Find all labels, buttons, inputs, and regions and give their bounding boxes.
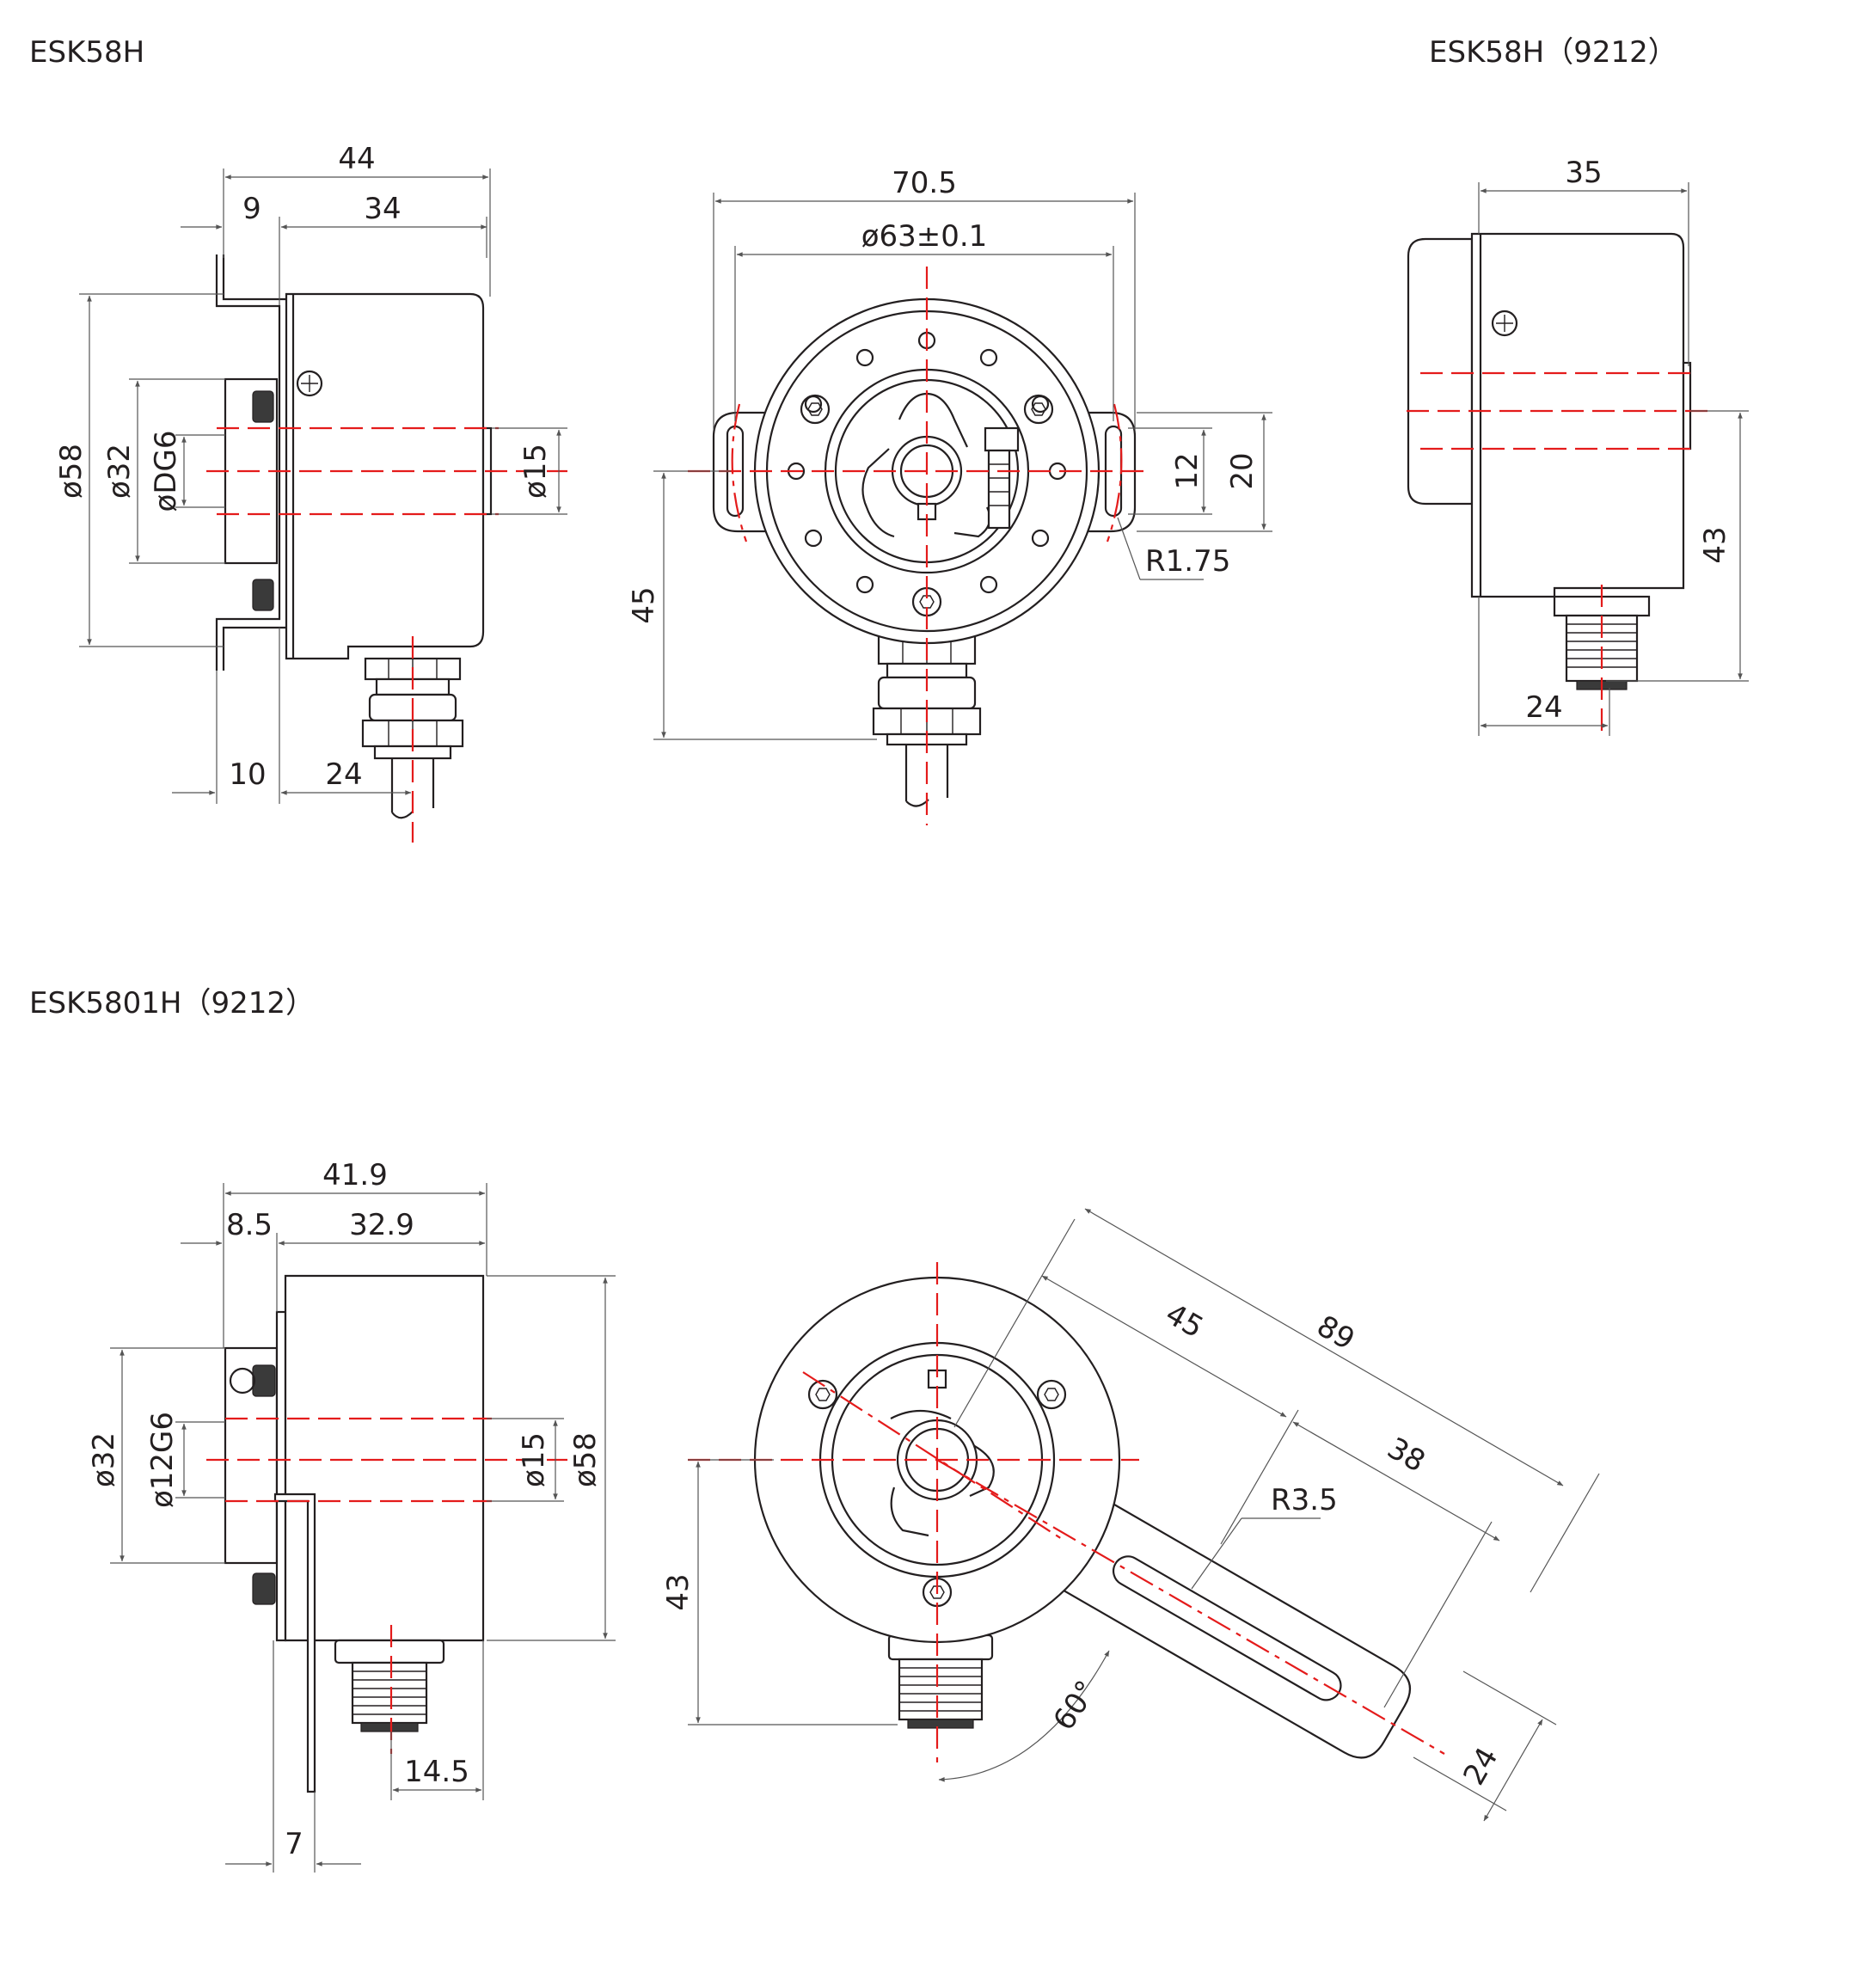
dim-overall-length: 41.9	[322, 1158, 388, 1192]
dim-arm-angle: 60°	[1046, 1675, 1104, 1737]
connector-base	[334, 1639, 445, 1664]
dim-connector-offset: 14.5	[404, 1755, 469, 1789]
dim-connector-height: 43	[1698, 526, 1732, 563]
dim-collar-diameter: ø32	[87, 1432, 121, 1487]
dim-bracket-offset: 7	[285, 1827, 303, 1861]
dim-bore-diameter: øDG6	[149, 431, 183, 512]
bracket-outline	[215, 254, 281, 671]
dim-arm-width: 24	[1456, 1742, 1505, 1791]
phillips-screw	[296, 370, 323, 397]
clamp-lobe-lower	[890, 1486, 929, 1537]
dim-bracket-offset: 10	[229, 757, 266, 792]
dim-mount-circle: ø63±0.1	[861, 219, 988, 254]
dim-arm-total: 89	[1311, 1309, 1360, 1357]
hex-screws	[800, 394, 1054, 617]
view-esk5801h-front: 45 89 38 R3.5 43 60° 24	[661, 1208, 1600, 1822]
dim-slot-length: 20	[1225, 452, 1260, 489]
title-esk5801h-9212: ESK5801H（9212）	[29, 986, 315, 1021]
connector-tip	[907, 1719, 974, 1729]
cable-end	[391, 811, 414, 819]
connector-body	[351, 1661, 428, 1725]
pcd-arc-right	[1106, 403, 1123, 542]
dim-cable-offset: 24	[325, 757, 362, 792]
set-screw	[229, 1367, 256, 1394]
screw-lower	[252, 579, 274, 611]
dim-bore-diameter: ø12G6	[145, 1412, 180, 1508]
view-esk58h-side: 44 9 34 ø58 ø32 øDG6 ø15 10 24	[54, 142, 567, 843]
title-esk58h-9212: ESK58H（9212）	[1429, 35, 1677, 70]
phillips-cross	[1496, 315, 1513, 332]
dim-slot-radius: R3.5	[1271, 1483, 1338, 1517]
dim-collar-diameter: ø32	[102, 444, 137, 499]
dim-slot-length: 38	[1382, 1431, 1431, 1479]
slot-end-ext	[1383, 1521, 1493, 1708]
front-collar	[224, 1346, 279, 1565]
dim-slot-radius: R1.75	[1145, 544, 1230, 579]
arm-end-ext	[1530, 1473, 1600, 1593]
dim-body-diameter: ø58	[568, 1432, 603, 1487]
connector-tip	[360, 1722, 419, 1732]
screw-lower	[252, 1572, 276, 1605]
dim-body-length: 35	[1565, 156, 1602, 190]
clamp-screw-body	[987, 449, 1011, 530]
phillips-screw	[1491, 310, 1518, 337]
clamp-screw-thread	[989, 463, 1009, 506]
screw-upper	[252, 1364, 276, 1397]
dim-bracket-width: 70.5	[892, 166, 957, 200]
shaft-stub	[1682, 361, 1692, 451]
dim-overall-length: 44	[338, 142, 375, 176]
clamp-screw-head	[984, 426, 1020, 452]
connector-thread	[353, 1670, 426, 1715]
view-esk5801h-side: 41.9 8.5 32.9 ø32 ø12G6 ø15 ø58 14.5	[87, 1158, 616, 1873]
front-collar	[1407, 237, 1474, 506]
dim-center-height: 45	[627, 586, 661, 623]
dim-shaft-diameter: ø15	[518, 444, 553, 499]
dim-body-length: 32.9	[349, 1208, 414, 1242]
phillips-cross	[301, 375, 318, 392]
mount-plate	[275, 1310, 287, 1642]
dim-arm-inner: 45	[1160, 1296, 1209, 1345]
clamp-lobes	[890, 1410, 995, 1498]
dim-body-length: 34	[364, 192, 401, 226]
dim-flange-offset: 9	[242, 192, 261, 226]
bracket-inner-low	[222, 626, 286, 671]
cable	[904, 745, 949, 801]
encoder-body	[1470, 232, 1685, 598]
angle-arc	[938, 1650, 1110, 1782]
pcd-arc-left	[731, 403, 748, 542]
dim-shaft-diameter: ø15	[517, 1432, 551, 1487]
screw-upper	[252, 390, 274, 423]
title-esk58h: ESK58H	[29, 35, 144, 70]
cable-end	[905, 799, 929, 807]
dim-flange-offset: 8.5	[226, 1208, 273, 1242]
clamp-lobe-top	[898, 392, 968, 448]
arm-axis-line	[802, 1371, 1063, 1540]
dim-center-height: 43	[661, 1573, 696, 1610]
cable	[390, 758, 435, 812]
arm-axis-line-2	[936, 1459, 1445, 1755]
slot-start-ext	[1220, 1409, 1299, 1545]
dim-slot-width: 12	[1170, 452, 1205, 489]
dim-connector-offset: 24	[1525, 690, 1562, 725]
clamp-lobe-left	[861, 448, 895, 538]
dim-body-diameter: ø58	[54, 444, 89, 499]
encoder-body	[285, 292, 485, 660]
view-esk58h-front: 70.5 ø63±0.1 12 20 R1.75 45	[627, 166, 1272, 825]
view-esk58h-9212-side: 35 43 24	[1407, 156, 1749, 736]
bracket-inner	[222, 254, 286, 301]
